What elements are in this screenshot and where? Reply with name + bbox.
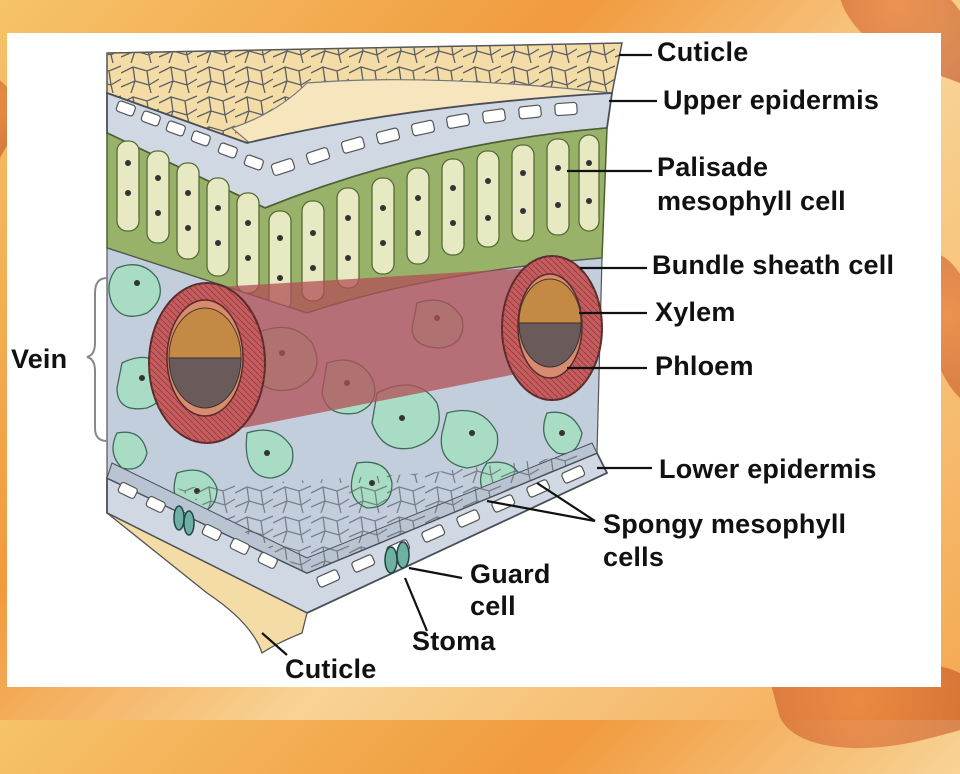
guard-cell-right xyxy=(396,541,410,569)
palisade-mesophyll-layer xyxy=(106,127,608,314)
label-palisade-line2: mesophyll cell xyxy=(657,186,846,216)
label-cuticle-top: Cuticle xyxy=(657,37,749,67)
label-guard-line2: cell xyxy=(470,591,516,621)
label-phloem: Phloem xyxy=(655,351,754,381)
label-spongy-line1: Spongy mesophyll xyxy=(603,509,847,539)
label-bundle-sheath: Bundle sheath cell xyxy=(652,250,895,280)
lower-epidermis-layer xyxy=(106,442,609,655)
label-xylem: Xylem xyxy=(655,297,736,327)
label-stoma: Stoma xyxy=(412,626,496,656)
upper-epidermis-layer xyxy=(106,91,614,209)
leader-lines xyxy=(261,53,657,656)
guard-cell-left xyxy=(384,546,398,574)
leaf-cross-section-diagram xyxy=(86,42,657,656)
vein-tube xyxy=(202,268,547,433)
label-cuticle-bottom: Cuticle xyxy=(285,654,377,684)
label-guard-line1: Guard xyxy=(470,559,551,589)
label-upper-epidermis: Upper epidermis xyxy=(663,85,880,115)
label-vein: Vein xyxy=(11,344,68,374)
vascular-bundle-left xyxy=(148,282,266,444)
vascular-bundle-right xyxy=(501,255,603,401)
guard-cell-right-2 xyxy=(183,510,195,536)
label-lower-epidermis: Lower epidermis xyxy=(659,454,877,484)
label-spongy-line2: cells xyxy=(603,542,665,572)
cuticle-top-layer xyxy=(106,42,623,159)
cuticle-bottom-flap xyxy=(106,512,308,655)
slide-panel: Cuticle Upper epidermis Palisade mesophy… xyxy=(7,33,941,687)
guard-cell-left-2 xyxy=(173,505,185,531)
label-palisade-line1: Palisade xyxy=(657,152,769,182)
vein-bracket xyxy=(86,277,108,442)
